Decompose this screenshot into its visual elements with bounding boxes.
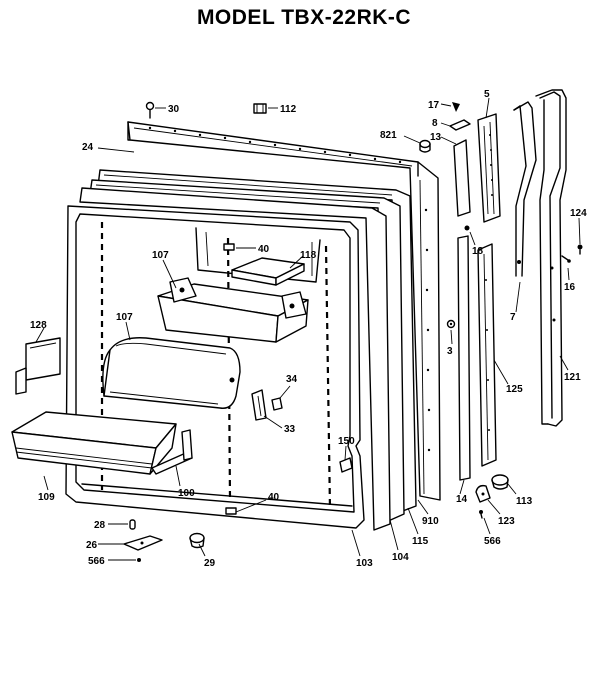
part-label-109: 109: [38, 492, 55, 503]
leader-lines: [35, 97, 581, 561]
part-label-14: 14: [456, 494, 468, 505]
shelf-bin-107: [157, 277, 309, 343]
clip-40-lower: [225, 507, 237, 515]
screw-3: [446, 319, 456, 329]
part-label-18: 18: [472, 246, 484, 257]
part-label-34: 34: [286, 374, 298, 385]
part-label-112: 112: [280, 104, 297, 115]
part-label-566-left: 566: [88, 556, 105, 567]
screw-566-left: [137, 558, 141, 562]
screw-124: [577, 244, 583, 255]
cap-113: [491, 474, 509, 490]
part-label-821: 821: [380, 130, 397, 141]
part-label-30: 30: [168, 104, 180, 115]
part-label-910: 910: [422, 516, 439, 527]
screw-18: [464, 225, 470, 231]
cap-29: [189, 532, 205, 549]
part-label-5: 5: [484, 89, 490, 100]
dome-cover-107: [102, 337, 241, 409]
part-label-40-lower: 40: [268, 492, 280, 503]
clip-150: [339, 457, 353, 473]
screw-30: [145, 101, 155, 119]
part-label-121: 121: [564, 372, 581, 383]
part-label-28: 28: [94, 520, 106, 531]
cam-34: [271, 397, 283, 411]
part-label-100: 100: [178, 488, 195, 499]
part-label-8: 8: [432, 118, 438, 129]
hinge-bar-121: [535, 89, 567, 427]
part-label-115: 115: [412, 536, 429, 547]
bin-128: [15, 337, 61, 395]
clip-40-upper: [223, 243, 235, 251]
handle-strip-125: [477, 243, 497, 467]
part-label-123: 123: [498, 516, 515, 527]
part-label-24: 24: [82, 142, 94, 153]
part-label-17: 17: [428, 100, 440, 111]
hinge-bar-7: [513, 101, 537, 277]
part-label-107-lower: 107: [116, 312, 133, 323]
part-label-3: 3: [447, 346, 453, 357]
part-label-40-upper: 40: [258, 244, 270, 255]
diagram-title: MODEL TBX-22RK-C: [196, 6, 412, 29]
part-label-128: 128: [30, 320, 47, 331]
part-label-26: 26: [86, 540, 98, 551]
pin-28: [129, 519, 136, 530]
part-label-125: 125: [506, 384, 523, 395]
handle-trim-13: [453, 139, 471, 217]
plug-821: [419, 139, 431, 153]
shelf-bin-109: [11, 411, 177, 475]
part-label-33: 33: [284, 424, 296, 435]
part-label-113: 113: [516, 496, 533, 507]
part-labels: 30 112 24 821 17 8 5 13 107 40 118 18 12…: [30, 89, 587, 569]
handle-5: [477, 113, 501, 223]
shelf-bar-100: [151, 429, 193, 475]
part-label-118: 118: [300, 250, 317, 261]
part-label-150: 150: [338, 436, 355, 447]
part-label-7: 7: [510, 312, 516, 323]
clip-112: [253, 103, 267, 114]
part-label-124: 124: [570, 208, 587, 219]
hinge-cap-8: [449, 119, 471, 131]
part-label-29: 29: [204, 558, 216, 569]
part-label-104: 104: [392, 552, 409, 563]
part-label-107-upper: 107: [152, 250, 169, 261]
hinge-pin-17: [452, 102, 460, 112]
screw-566-right: [479, 510, 483, 519]
outer-door-panel: [127, 121, 441, 501]
handle-strip-14: [457, 235, 471, 481]
dairy-door-118: [231, 257, 305, 286]
part-label-13: 13: [430, 132, 442, 143]
door-frame-103: [79, 187, 391, 531]
screw-16: [561, 255, 571, 263]
stop-33: [251, 389, 267, 421]
part-label-103: 103: [356, 558, 373, 569]
part-label-16: 16: [564, 282, 576, 293]
bracket-26: [123, 535, 163, 551]
part-label-566-right: 566: [484, 536, 501, 547]
bracket-123: [475, 484, 491, 503]
